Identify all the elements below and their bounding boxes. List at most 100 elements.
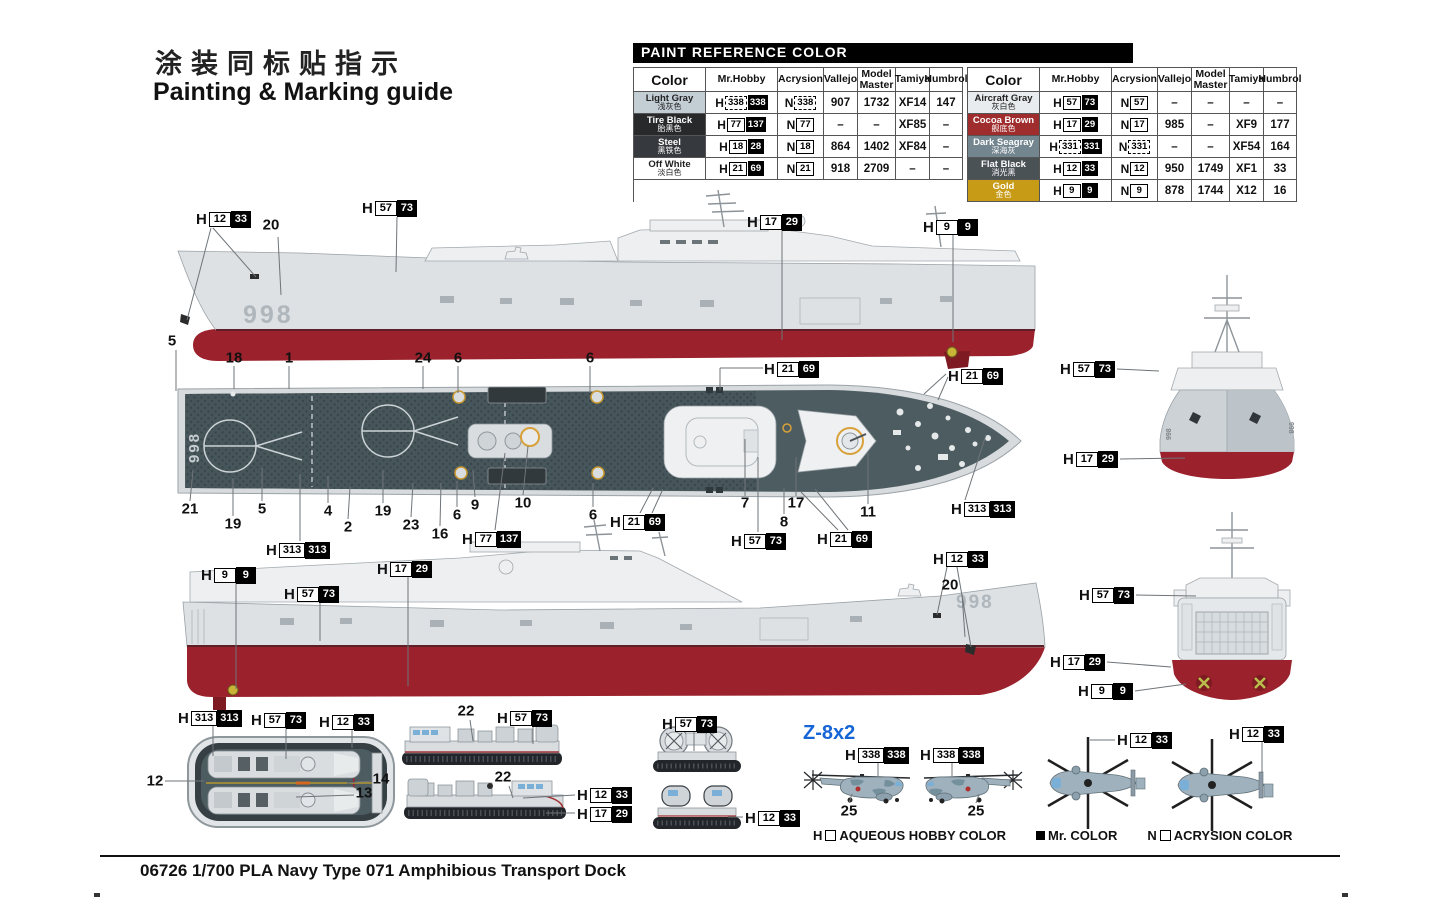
part-number-label: 5: [167, 332, 177, 350]
aqueous-number: 17: [1062, 117, 1081, 132]
color-swatch: Tire Black 胎黑色: [634, 114, 706, 136]
callout-mr-color-number: 29: [1084, 654, 1105, 671]
tamiya-cell: X12: [1230, 180, 1264, 202]
paint-callout-badge: H 57 73: [662, 716, 717, 733]
color-name-en: Dark Seagray: [973, 136, 1034, 148]
color-name-en: Off White: [648, 158, 691, 170]
callout-aqueous-number: 17: [1075, 452, 1098, 467]
part-number-label: 20: [262, 216, 280, 234]
paint-callout-badge: H 57 73: [1060, 361, 1115, 378]
callout-aqueous-letter: H: [201, 567, 212, 584]
mr-color-number: 73: [1081, 95, 1098, 110]
callout-mr-color-number: 33: [230, 211, 251, 228]
aqueous-letter: H: [1053, 95, 1062, 110]
part-number-label: 9: [470, 496, 480, 514]
part-number-label: 6: [588, 506, 598, 524]
callout-aqueous-letter: H: [951, 501, 962, 518]
color-name-cn: 淡白色: [657, 168, 682, 178]
part-number-label: 8: [779, 513, 789, 531]
callout-aqueous-number: 17: [759, 215, 782, 230]
paint-callout-badge: H 338 338: [920, 747, 984, 764]
humbrol-cell: 147: [930, 92, 963, 114]
helicopter-top-view-1: [1047, 737, 1146, 829]
aqueous-letter: H: [719, 139, 728, 154]
callout-mr-color-number: 338: [959, 747, 984, 764]
mr-color-number: 137: [745, 117, 766, 132]
callout-aqueous-letter: H: [1063, 451, 1074, 468]
callout-aqueous-letter: H: [251, 712, 262, 729]
paint-callout-badge: H 21 69: [948, 368, 1003, 385]
part-number-label: 13: [355, 784, 373, 802]
ship-profile-port-view: 998: [182, 519, 1046, 710]
deck-windlass-machinery: [452, 386, 605, 485]
well-deck-top-view: [187, 736, 395, 828]
col-acrysion: Acrysion: [778, 68, 824, 92]
humbrol-cell: 16: [1264, 180, 1297, 202]
callout-aqueous-letter: H: [196, 211, 207, 228]
callout-mr-color-number: 73: [1113, 587, 1134, 604]
humbrol-cell: –: [930, 136, 963, 158]
callout-aqueous-letter: H: [1079, 587, 1090, 604]
paint-callout-badge: H 12 33: [933, 551, 988, 568]
paint-callout-badge: H 17 29: [577, 806, 632, 823]
callout-aqueous-number: 12: [1241, 727, 1264, 742]
color-name-cn: 灰白色: [991, 102, 1016, 112]
model-master-cell: –: [1192, 136, 1230, 158]
legend-label: ACRYSION COLOR: [1173, 828, 1293, 843]
ship-stern-view: [1172, 512, 1292, 700]
part-number-label: 18: [225, 349, 243, 367]
ship-bow-front-view: 998 998: [1159, 275, 1295, 479]
callout-aqueous-letter: H: [497, 710, 508, 727]
part-number-label: 16: [431, 525, 449, 543]
callout-mr-color-number: 69: [644, 514, 665, 531]
color-name-cn: 舰底色: [991, 124, 1016, 134]
callout-mr-color-number: 33: [779, 810, 800, 827]
stern-gate: [1195, 611, 1269, 655]
acrysion-letter: N: [786, 117, 796, 132]
callout-aqueous-letter: H: [1060, 361, 1071, 378]
color-swatch: Off White 淡白色: [634, 158, 706, 180]
callout-mr-color-number: 69: [798, 361, 819, 378]
vallejo-cell: –: [824, 114, 858, 136]
color-swatch: Steel 黑铁色: [634, 136, 706, 158]
vallejo-cell: 950: [1158, 158, 1192, 180]
color-name-cn: 黑铁色: [657, 146, 682, 156]
aqueous-number: 9: [1062, 183, 1081, 198]
color-name-en: Light Gray: [645, 92, 694, 104]
aqueous-letter: H: [1053, 183, 1062, 198]
paint-callout-badge: H 12 33: [319, 714, 374, 731]
callout-aqueous-number: 57: [674, 717, 697, 732]
callout-mr-color-number: 29: [1097, 451, 1118, 468]
paint-callout-badge: H 9 9: [201, 567, 256, 584]
mr-color-number: 69: [747, 161, 764, 176]
paint-callout-badge: H 313 313: [951, 501, 1015, 518]
callout-aqueous-number: 9: [935, 220, 958, 235]
paint-callout-badge: H 57 73: [251, 712, 306, 729]
col-color: Color: [968, 68, 1040, 92]
aqueous-number: 331: [1058, 139, 1081, 154]
part-number-label: 22: [457, 702, 475, 720]
callout-mr-color-number: 33: [1263, 726, 1284, 743]
hull-number-profile-2: 998: [956, 592, 994, 613]
col-color: Color: [634, 68, 706, 92]
col-vallejo: Vallejo: [824, 68, 858, 92]
col-tamiya: Tamiya: [895, 68, 930, 92]
model-master-cell: –: [858, 114, 896, 136]
part-number-label: 19: [374, 502, 392, 520]
part-number-label: 21: [181, 500, 199, 518]
humbrol-cell: –: [930, 158, 963, 180]
model-master-cell: –: [1192, 114, 1230, 136]
helicopter-side-view-2: [923, 770, 1023, 804]
paint-table-left: Color Mr.Hobby Acrysion Vallejo Model Ma…: [633, 67, 968, 202]
product-title: 06726 1/700 PLA Navy Type 071 Amphibious…: [140, 861, 626, 880]
paint-callout-badge: H 338 338: [845, 747, 909, 764]
callout-mr-color-number: 29: [781, 214, 802, 231]
